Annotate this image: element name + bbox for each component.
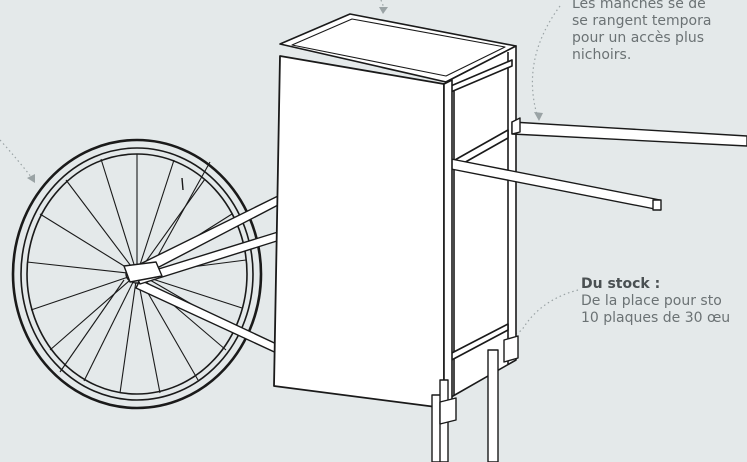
annotation-handles-line-3: pour un accès plus xyxy=(572,30,705,46)
annotation-handles-line-2: se rangent tempora xyxy=(572,13,712,29)
foot-block-front xyxy=(439,397,457,425)
handle-lower-cap xyxy=(652,199,662,211)
annotation-handles-line-4: nichoirs. xyxy=(572,47,632,63)
handle-top-end xyxy=(511,117,521,135)
leader-wheel xyxy=(0,139,33,179)
arrowhead-handles xyxy=(534,112,543,121)
frame-tubes xyxy=(123,195,301,363)
tire-outer xyxy=(11,138,263,410)
door-edge xyxy=(443,79,453,411)
foot-block-back xyxy=(503,335,519,363)
top-tray-inner xyxy=(291,18,506,77)
arrowhead-wheel xyxy=(27,174,35,183)
fork-plate xyxy=(123,261,163,283)
arrowhead-top xyxy=(379,7,388,14)
leader-handles xyxy=(531,5,561,119)
annotation-stock: Du stock : De la place pour sto 10 plaqu… xyxy=(581,276,730,327)
annotation-stock-line-2: 10 plaques de 30 œu xyxy=(581,310,731,326)
leg-front-right xyxy=(487,349,499,462)
annotation-stock-line-1: De la place pour sto xyxy=(581,293,722,309)
annotation-handles-line-1: Les manches se dé xyxy=(572,0,706,12)
annotation-handles: Les manches se dé se rangent tempora pou… xyxy=(572,0,711,64)
front-door-panel xyxy=(273,55,445,409)
legs xyxy=(431,335,519,462)
handle-top xyxy=(511,121,747,147)
tire-inner xyxy=(20,147,254,401)
valve xyxy=(181,177,184,191)
leader-top xyxy=(380,0,385,9)
annotation-stock-title: Du stock : xyxy=(581,276,661,292)
